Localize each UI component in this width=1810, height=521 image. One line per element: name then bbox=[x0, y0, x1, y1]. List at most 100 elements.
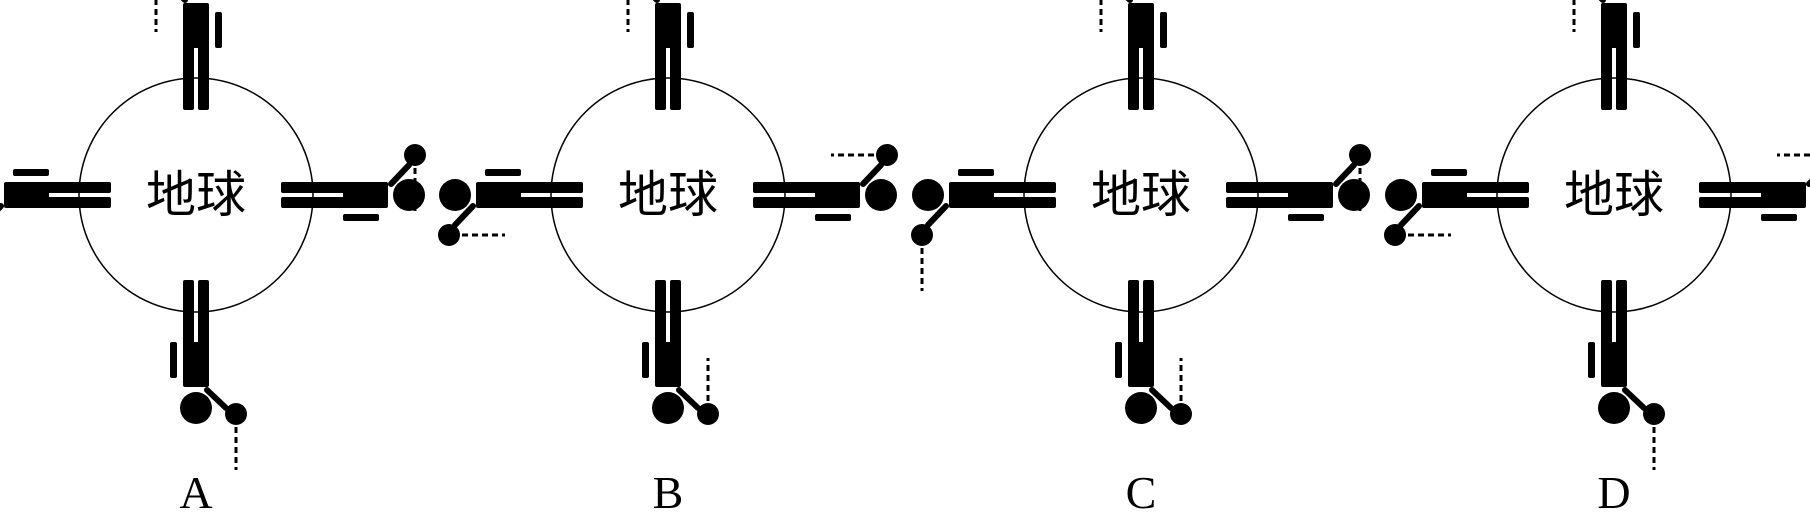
option-panel-a: 地球 A bbox=[0, 0, 426, 518]
person-leg bbox=[281, 197, 351, 208]
person-arm bbox=[170, 342, 177, 378]
person-head bbox=[1338, 179, 1370, 211]
ball bbox=[697, 403, 719, 425]
person-head bbox=[1385, 179, 1417, 211]
earth-label: 地球 bbox=[146, 166, 246, 224]
person-figure-left bbox=[0, 169, 111, 228]
person-leg bbox=[198, 280, 209, 350]
person-torso bbox=[949, 182, 994, 208]
person-torso bbox=[1761, 182, 1806, 208]
person-arm bbox=[1160, 12, 1167, 48]
person-leg bbox=[1143, 280, 1154, 350]
ball bbox=[1384, 224, 1406, 246]
person-arm bbox=[815, 214, 851, 221]
person-arm bbox=[1761, 214, 1797, 221]
person-leg bbox=[1459, 182, 1529, 193]
person-head bbox=[1125, 392, 1157, 424]
person-arm bbox=[1588, 342, 1595, 378]
person-figure-top bbox=[154, 0, 222, 110]
option-label: A bbox=[179, 467, 212, 518]
option-label: B bbox=[653, 467, 684, 518]
person-leg bbox=[670, 40, 681, 110]
person-arm bbox=[485, 169, 521, 176]
person-torso bbox=[183, 3, 209, 48]
person-torso bbox=[1128, 342, 1154, 387]
person-arm bbox=[13, 169, 49, 176]
person-head bbox=[1598, 392, 1630, 424]
person-head bbox=[912, 179, 944, 211]
hold-line bbox=[0, 203, 4, 228]
person-leg bbox=[1226, 197, 1296, 208]
earth-label: 地球 bbox=[1091, 166, 1191, 224]
person-head bbox=[180, 392, 212, 424]
ball bbox=[438, 224, 460, 246]
person-torso bbox=[343, 182, 388, 208]
person-figure-bottom bbox=[170, 280, 247, 470]
earth-circle bbox=[78, 77, 314, 313]
earth-circle bbox=[1023, 77, 1259, 313]
hold-line bbox=[1149, 387, 1174, 411]
earth-circle bbox=[1496, 77, 1732, 313]
person-leg bbox=[986, 182, 1056, 193]
person-torso bbox=[1128, 3, 1154, 48]
option-label: C bbox=[1126, 467, 1157, 518]
person-figure-top bbox=[1099, 0, 1167, 110]
hold-line bbox=[860, 162, 884, 187]
hold-line bbox=[1333, 162, 1357, 187]
ball bbox=[404, 144, 426, 166]
person-arm bbox=[215, 12, 222, 48]
person-head bbox=[393, 179, 425, 211]
person-leg bbox=[513, 197, 583, 208]
person-torso bbox=[655, 3, 681, 48]
earth-label: 地球 bbox=[618, 166, 718, 224]
person-leg bbox=[1601, 40, 1612, 110]
person-head bbox=[865, 179, 897, 211]
option-panel-b: 地球 B bbox=[438, 0, 898, 518]
person-leg bbox=[1459, 197, 1529, 208]
person-leg bbox=[1128, 40, 1139, 110]
option-panel-d: 地球D bbox=[1384, 0, 1810, 518]
person-torso bbox=[655, 342, 681, 387]
person-figure-left bbox=[911, 169, 1056, 291]
person-torso bbox=[4, 182, 49, 208]
person-leg bbox=[41, 197, 111, 208]
person-leg bbox=[1226, 182, 1296, 193]
ball bbox=[225, 403, 247, 425]
person-torso bbox=[1601, 342, 1627, 387]
person-leg bbox=[1616, 280, 1627, 350]
person-figure-left bbox=[438, 169, 583, 246]
person-leg bbox=[1699, 182, 1769, 193]
person-torso bbox=[183, 342, 209, 387]
hold-line bbox=[676, 387, 701, 411]
person-leg bbox=[986, 197, 1056, 208]
person-leg bbox=[753, 182, 823, 193]
person-arm bbox=[343, 214, 379, 221]
person-figure-right bbox=[753, 144, 898, 221]
ball bbox=[1170, 403, 1192, 425]
person-leg bbox=[198, 40, 209, 110]
person-leg bbox=[41, 182, 111, 193]
hold-line bbox=[925, 203, 949, 228]
person-figure-bottom bbox=[642, 280, 719, 425]
person-leg bbox=[655, 40, 666, 110]
person-torso bbox=[815, 182, 860, 208]
person-torso bbox=[1601, 3, 1627, 48]
ball bbox=[876, 144, 898, 166]
person-arm bbox=[1115, 342, 1122, 378]
ball bbox=[1643, 403, 1665, 425]
person-leg bbox=[281, 182, 351, 193]
person-arm bbox=[958, 169, 994, 176]
person-leg bbox=[183, 280, 194, 350]
person-leg bbox=[1699, 197, 1769, 208]
person-leg bbox=[753, 197, 823, 208]
person-figure-top bbox=[1572, 0, 1640, 110]
person-figure-bottom bbox=[1115, 280, 1192, 425]
person-figure-bottom bbox=[1588, 280, 1665, 470]
hold-line bbox=[1622, 387, 1647, 411]
person-figure-right bbox=[281, 144, 426, 221]
person-leg bbox=[513, 182, 583, 193]
person-leg bbox=[1616, 40, 1627, 110]
ball bbox=[1349, 144, 1371, 166]
person-leg bbox=[655, 280, 666, 350]
